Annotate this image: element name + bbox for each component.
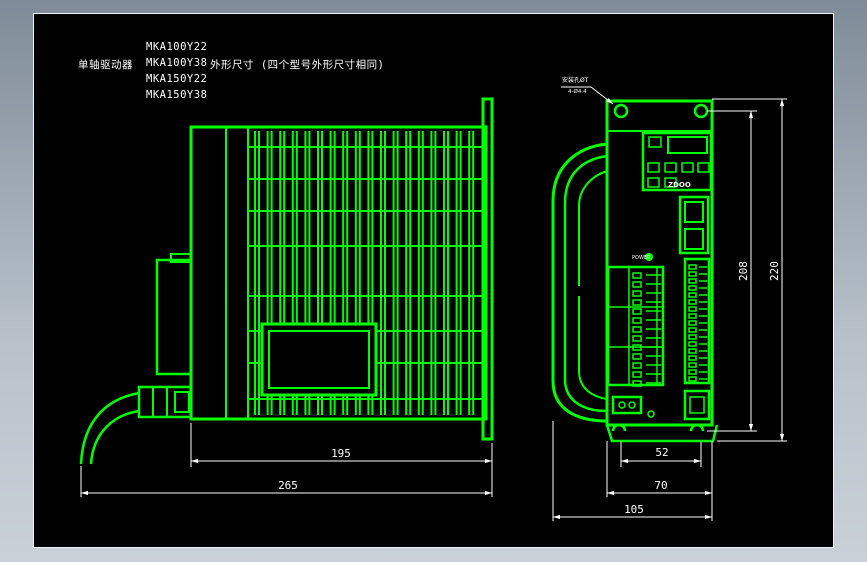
- terminal-screw: [632, 317, 642, 324]
- terminal-screw: [632, 272, 642, 279]
- power-label: POWER: [632, 255, 651, 261]
- rear-connector: [155, 258, 193, 376]
- connector-pin: [688, 327, 697, 333]
- connector-pin: [688, 376, 697, 382]
- model-2: MKA100Y38: [146, 57, 208, 69]
- connector-pin: [688, 355, 697, 361]
- dim-52: 52: [655, 446, 668, 459]
- connector-pin: [688, 271, 697, 277]
- ground-icon: [647, 410, 655, 418]
- display: [667, 136, 708, 154]
- model-3: MKA150Y22: [146, 73, 208, 85]
- dimensions: [80, 86, 787, 521]
- model-4: MKA150Y38: [146, 89, 208, 101]
- model-1: MKA100Y22: [146, 41, 208, 53]
- brand-logo: ZDOO: [668, 181, 691, 189]
- front-housing: [605, 99, 714, 427]
- connector-pin: [688, 285, 697, 291]
- connector-pin: [688, 313, 697, 319]
- terminal-screw: [632, 335, 642, 342]
- dim-195: 195: [331, 447, 351, 460]
- dim-220: 220: [768, 261, 781, 281]
- keypad: [647, 162, 710, 188]
- title-label: 单轴驱动器: [78, 59, 133, 71]
- control-panel: [641, 131, 713, 192]
- terminal-screw: [632, 353, 642, 360]
- ground-terminal: [611, 395, 643, 415]
- terminal-screw: [632, 380, 642, 387]
- connector-pin: [688, 341, 697, 347]
- callout-line1: 安装孔ØT: [562, 76, 589, 84]
- dim-265: 265: [278, 479, 298, 492]
- connector-pin: [688, 334, 697, 340]
- connector-pin: [688, 299, 697, 305]
- cable-plug: [137, 385, 193, 419]
- front-view: [551, 99, 719, 443]
- connector-pin: [688, 320, 697, 326]
- connector-pin: [688, 348, 697, 354]
- callout-line2: 4-Ø4.4: [568, 88, 587, 95]
- connector-pin: [688, 362, 697, 368]
- terminal-screw: [632, 281, 642, 288]
- dim-208: 208: [737, 261, 750, 281]
- rj45-ports: [678, 195, 710, 255]
- terminal-screw: [632, 371, 642, 378]
- dimension-labels: 195 265 52 70 105 208 220: [278, 261, 781, 516]
- connector-pin: [688, 306, 697, 312]
- terminal-screw: [632, 344, 642, 351]
- connector-pin: [688, 369, 697, 375]
- connector-pin: [688, 292, 697, 298]
- dim-70: 70: [654, 479, 667, 492]
- side-view: [79, 97, 494, 465]
- connector-pin: [688, 264, 697, 270]
- mount-hole: [613, 103, 629, 119]
- terminal-screw: [632, 326, 642, 333]
- encoder-port: [683, 389, 711, 421]
- front-handle: [551, 142, 608, 423]
- cable: [79, 391, 140, 465]
- connector-pin: [688, 278, 697, 284]
- mount-hole: [693, 103, 709, 119]
- terminal-screw: [632, 362, 642, 369]
- drawing-svg: 195 265 52 70 105 208 220 ZDOO POWER 安装孔…: [79, 76, 787, 521]
- caption: 外形尺寸 (四个型号外形尺寸相同): [210, 59, 385, 71]
- panel-labels: ZDOO POWER 安装孔ØT 4-Ø4.4: [562, 76, 691, 261]
- dim-105: 105: [624, 503, 644, 516]
- signal-connector: [683, 257, 711, 385]
- terminal-screw: [632, 308, 642, 315]
- power-led: [645, 253, 653, 261]
- terminal-screw: [632, 290, 642, 297]
- side-front-plate: [481, 97, 494, 441]
- terminal-screw: [632, 299, 642, 306]
- drawing-canvas[interactable]: 195 265 52 70 105 208 220 ZDOO POWER 安装孔…: [33, 13, 834, 548]
